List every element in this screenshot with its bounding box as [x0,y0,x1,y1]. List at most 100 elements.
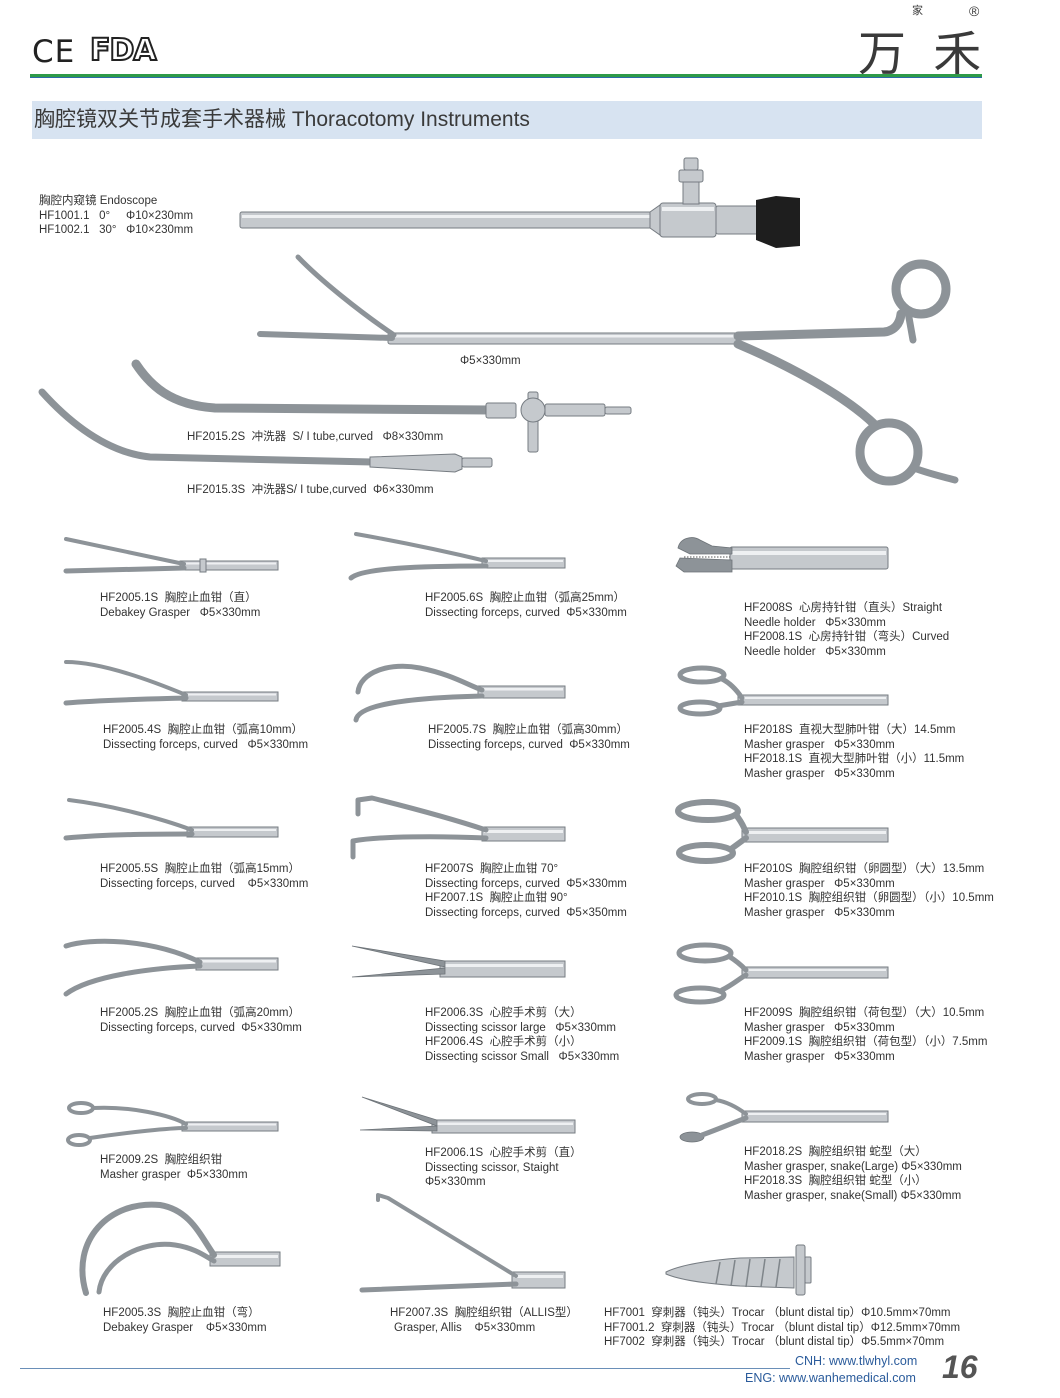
upper-arm [91,1105,188,1126]
product-code-line: HF2006.1S 心腔手术剪（直） [425,1147,582,1159]
shaft-highlight [744,831,886,834]
product-code-line: HF2010.1S 胸腔组织钳（卵圆型）（小）10.5mm [744,892,994,904]
long-grasper-image [257,254,959,486]
lower-jaw [63,963,203,997]
footer-cnh-url[interactable]: CNH: www.tlwhyl.com [795,1354,918,1368]
upper-loop [67,1101,95,1115]
product-code-line: HF2006.3S 心腔手术剪（大） [425,1007,582,1019]
upper-loop [676,942,734,964]
lower-jaw [63,565,187,574]
product-code-line: HF2009S 胸腔组织钳（荷包型）（大）10.5mm [744,1007,985,1019]
upper-jaw [354,532,488,563]
grasper-upper-jaw [295,254,397,338]
shaft [729,546,889,570]
shaft [477,685,566,699]
collar [199,558,207,573]
product-label-hf2005-1s: HF2005.1S 胸腔止血钳（直） Debakey Grasper Φ5×33… [100,591,260,620]
shaft [431,1119,576,1134]
product-code-line: HF7001.2 穿刺器（钝头）Trocar （blunt distal tip… [604,1321,961,1334]
grasper-shaft [387,332,741,345]
product-spec-line: Dissecting forceps, curved Φ5×330mm [100,1021,302,1034]
shaft [181,1121,279,1132]
endoscope-sleeve [715,205,759,235]
product-label-hf2009s: HF2009S 胸腔组织钳（荷包型）（大）10.5mm Masher grasp… [744,1006,987,1064]
upper-arm [733,812,749,835]
product-code-line: HF2018S 直视大型肺叶钳（大）14.5mm [744,724,956,736]
product-label-hf2005-3s: HF2005.3S 胸腔止血钳（弯） Debakey Grasper Φ5×33… [103,1306,267,1335]
lower-jaw [350,834,489,860]
product-spec-line: Masher grasper Φ5×330mm [744,767,895,780]
shaft [195,957,279,971]
snake-jaw [699,1115,749,1138]
product-spec-line: Masher grasper Φ5×330mm [744,1050,895,1063]
light-post-collar [678,169,704,183]
product-label-hf2007-3s: HF2007.3S 胸腔组织钳（ALLIS型） Grasper, Allis Φ… [390,1306,578,1335]
shaft-highlight [484,830,563,833]
product-spec-line: Masher grasper Φ5×330mm [744,1021,895,1034]
upper-loop [675,799,741,823]
lower-jaw [63,831,195,841]
shaft-highlight [212,1255,278,1258]
endoscope-spec-line: HF1001.1 0° Φ10×230mm [39,209,194,222]
shaft [741,827,889,843]
product-code-line: HF2005.5S 胸腔止血钳（弧高15mm） [100,863,301,875]
upper-arm [719,676,745,701]
product-label-hf2005-5s: HF2005.5S 胸腔止血钳（弧高15mm） Dissecting force… [100,862,308,891]
dissecting-forceps-10mm-image [63,660,279,706]
grasper-upper-handle [733,309,906,341]
grasper-upper-finger-rest [904,308,917,344]
endoscope-spec-line: HF1002.1 30° Φ10×230mm [39,224,194,236]
dissecting-scissor-curved-image [351,945,566,978]
upper-arm [727,954,749,973]
lower-jaw [353,693,485,723]
shaft [737,694,889,706]
product-spec-line: Debakey Grasper Φ5×330mm [100,606,261,619]
irrigator-tube [131,359,495,415]
endoscope-shaft-highlight [242,215,650,218]
page-number: 16 [942,1349,978,1385]
irrigator-tube [38,388,376,466]
footer-eng-url[interactable]: ENG: www.wanhemedical.com [745,1371,916,1385]
long-grasper-label: Φ5×330mm [460,354,521,369]
trocar-body [665,1256,795,1289]
shaft [439,960,566,978]
header-rule-green [30,74,982,77]
shaft-highlight [184,1123,276,1126]
shaft [186,826,279,838]
endoscope-shaft [239,211,653,229]
product-label-hf2018-2s: HF2018.2S 胸腔组织钳 蛇型（大） Masher grasper, sn… [744,1145,962,1203]
product-spec-line: Dissecting scissor, Staight [425,1161,559,1174]
upper-jaw [355,663,485,695]
light-post-tip [683,157,699,171]
dissecting-forceps-30mm-image [353,663,566,723]
product-spec-line: Masher grasper, snake(Large) Φ5×330mm [744,1160,962,1173]
endoscope-label: 胸腔内窥镜 Endoscope HF1001.1 0° Φ10×230mm HF… [39,194,193,238]
grasper-lower-ring [855,418,923,486]
shaft [481,557,566,569]
product-spec-line: Dissecting forceps, curved Φ5×330mm [103,738,309,751]
irrigator-valve-dial [520,397,546,423]
shaft-highlight [480,688,563,691]
product-spec-line: Masher grasper Φ5×330mm [744,877,895,890]
product-label-hf2005-7s: HF2005.7S 胸腔止血钳（弧高30mm） Dissecting force… [428,723,630,752]
product-spec-line: Dissecting forceps, curved Φ5×330mm [425,877,627,890]
product-spec-line: Masher grasper Φ5×330mm [100,1168,248,1181]
footer-rule [20,1368,790,1369]
shaft-highlight [184,693,276,696]
product-spec-line: Dissecting forceps, curved Φ5×330mm [428,738,630,751]
shaft [481,826,566,842]
product-label-hf2009-2s: HF2009.2S 胸腔组织钳 Masher grasper Φ5×330mm [100,1153,248,1182]
lobe-masher-grasper-image [677,665,889,717]
product-code-line: HF7002 穿刺器（钝头）Trocar （blunt distal tip）Φ… [604,1336,945,1348]
irrigator-handle [544,403,606,417]
upper-jaw [67,798,194,832]
upper-jaw [677,537,733,555]
purse-masher-grasper-image [673,942,889,1005]
snake-masher-grasper-image [679,1092,889,1143]
shaft [741,1110,889,1123]
irrigator-cone [369,453,463,473]
upper-loop [686,1092,718,1106]
eyepiece [756,196,800,248]
product-code-line: HF2007.1S 胸腔止血钳 90° [425,892,568,904]
outer-jaw [79,1201,217,1296]
